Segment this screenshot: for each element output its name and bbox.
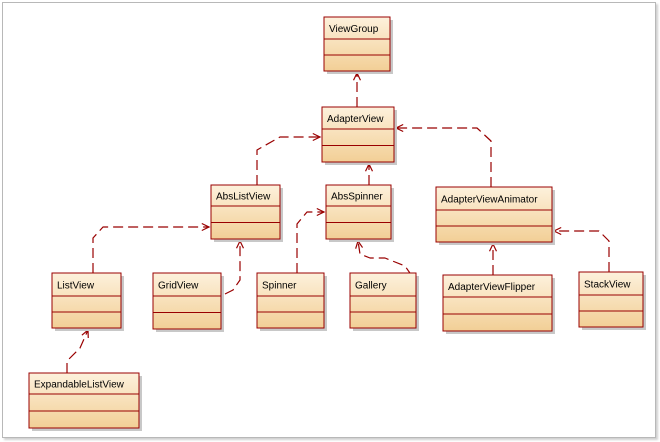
dashed-connector [554, 230, 610, 272]
class-box-adapterviewanimator: AdapterViewAnimator [435, 186, 555, 245]
relation-gallery-to-absspinner [355, 239, 413, 277]
class-box-abslistview: AbsListView [210, 184, 283, 242]
relation-listview-to-abslistview [92, 222, 211, 273]
class-name: ViewGroup [329, 24, 379, 35]
relation-abslistview-to-adapterview [256, 132, 322, 185]
relation-adapterview-to-viewgroup [352, 71, 362, 107]
class-box-body [51, 272, 122, 329]
dashed-connector [92, 226, 209, 273]
class-box-body [323, 16, 391, 72]
relation-adapterviewflipper-to-adapterviewanimator [488, 242, 498, 275]
class-box-adapterviewflipper: AdapterViewFlipper [442, 274, 555, 334]
class-box-body [256, 272, 325, 329]
class-box-viewgroup: ViewGroup [323, 16, 393, 74]
class-name: ExpandableListView [34, 380, 125, 391]
class-name: AbsSpinner [331, 192, 383, 203]
class-box-body [28, 372, 140, 429]
dashed-connector [357, 240, 413, 277]
relation-adapterviewanimator-to-adapterview [394, 123, 492, 187]
class-box-body [435, 186, 553, 243]
class-box-body [578, 271, 644, 328]
class-name: GridView [158, 281, 199, 292]
class-box-stackview: StackView [578, 271, 646, 330]
class-name: AdapterViewFlipper [448, 282, 536, 293]
class-name: AdapterViewAnimator [441, 195, 538, 206]
class-box-listview: ListView [51, 272, 124, 331]
class-box-adapterview: AdapterView [321, 106, 397, 165]
class-box-absspinner: AbsSpinner [325, 184, 394, 242]
dashed-connector [396, 127, 492, 187]
class-box-body [442, 274, 553, 332]
class-name: AbsListView [216, 192, 271, 203]
relation-absspinner-to-adapterview [364, 162, 374, 185]
relation-expandablelistview-to-listview [66, 328, 89, 373]
dashed-connector [296, 211, 324, 273]
relation-spinner-to-absspinner [296, 207, 326, 273]
class-box-gridview: GridView [152, 272, 224, 332]
class-box-gallery: Gallery [349, 272, 419, 331]
relation-stackview-to-adapterviewanimator [552, 226, 610, 272]
class-name: ListView [57, 281, 95, 292]
dashed-connector [256, 136, 320, 185]
dashed-connector [224, 241, 241, 295]
arrowhead-icon [201, 222, 211, 232]
class-box-body [210, 184, 281, 240]
class-box-body [321, 106, 395, 163]
class-box-expandablelistview: ExpandableListView [28, 372, 142, 431]
class-name: Gallery [355, 281, 387, 292]
class-box-body [349, 272, 417, 329]
class-box-body [152, 272, 222, 330]
arrowhead-icon [81, 328, 89, 339]
class-name: StackView [584, 280, 631, 291]
arrowhead-icon [316, 207, 326, 217]
dashed-connector [66, 329, 89, 373]
class-name: Spinner [262, 281, 297, 292]
class-name: AdapterView [327, 114, 384, 125]
class-box-body [325, 184, 392, 240]
relation-gridview-to-abslistview [224, 239, 245, 295]
class-box-spinner: Spinner [256, 272, 327, 331]
arrowhead-icon [312, 132, 322, 142]
